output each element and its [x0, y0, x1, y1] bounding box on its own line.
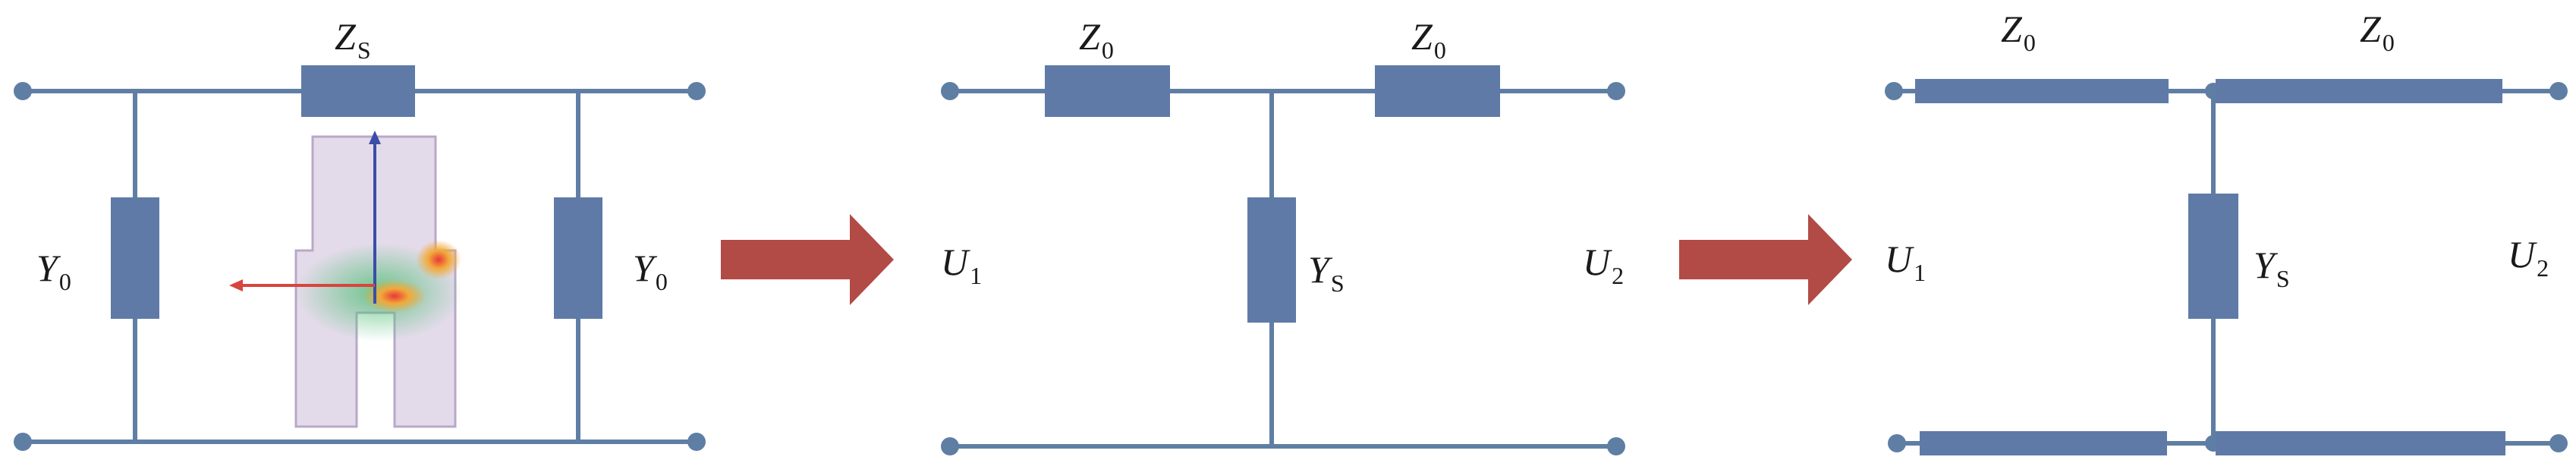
- transform-arrow-1: [721, 214, 894, 305]
- label-symbol: U: [941, 241, 970, 283]
- t2-terminal-bottom-left: [1888, 434, 1906, 452]
- t-network-lumped-label-u2: U2: [1583, 241, 1624, 289]
- label-subscript: 2: [1612, 262, 1624, 289]
- pi-terminal-bottom-left: [14, 433, 32, 451]
- label-symbol: Y: [1308, 248, 1333, 291]
- t-network-transmission-line-label-ys: YS: [2254, 244, 2290, 292]
- label-symbol: U: [1583, 241, 1612, 283]
- t-network-transmission-line-label-u2: U2: [2508, 233, 2549, 282]
- t-network-lumped-label-z0-left: Z0: [1079, 15, 1114, 64]
- t1-left-series-impedance: [1045, 65, 1170, 117]
- pi-terminal-top-right: [687, 82, 706, 100]
- t-network-lumped-label-ys: YS: [1308, 248, 1345, 297]
- label-subscript: 1: [970, 262, 982, 289]
- t-network-transmission-line-label-z0-left: Z0: [2001, 8, 2036, 56]
- label-subscript: 0: [1102, 36, 1114, 64]
- t-network-lumped-label-z0-right: Z0: [1411, 15, 1446, 64]
- label-subscript: S: [1331, 269, 1345, 297]
- label-symbol: U: [2508, 233, 2537, 276]
- label-subscript: 1: [1914, 259, 1926, 286]
- label-subscript: 0: [656, 268, 668, 295]
- label-symbol: Y: [633, 247, 658, 289]
- label-symbol: Z: [1411, 15, 1433, 58]
- t1-terminal-top-right: [1607, 82, 1625, 100]
- pi-series-impedance: [301, 65, 415, 117]
- t1-terminal-bottom-left: [941, 437, 959, 455]
- t2-shunt-admittance: [2188, 194, 2238, 319]
- t1-right-series-impedance: [1375, 65, 1500, 117]
- field-simulation-inset: [229, 131, 463, 428]
- label-subscript: 0: [2024, 29, 2036, 56]
- label-subscript: S: [2276, 265, 2290, 292]
- label-symbol: Z: [335, 15, 357, 58]
- t2-left-top-line: [1915, 79, 2169, 103]
- label-symbol: Z: [2360, 8, 2382, 50]
- pi-network-label-zs-top: ZS: [335, 15, 371, 64]
- t-network-lumped-label-u1: U1: [941, 241, 982, 289]
- label-subscript: 0: [1434, 36, 1446, 64]
- field-vertical-arrowhead: [369, 131, 381, 144]
- t2-right-bottom-line: [2216, 431, 2505, 455]
- t1-shunt-admittance: [1247, 197, 1296, 323]
- t2-terminal-top-right: [2549, 82, 2568, 100]
- t1-terminal-top-left: [941, 82, 959, 100]
- t-network-transmission-line-label-u1: U1: [1885, 238, 1926, 286]
- label-subscript: 0: [59, 268, 71, 295]
- t2-terminal-bottom-right: [2549, 434, 2568, 452]
- label-subscript: S: [357, 36, 371, 64]
- t2-left-bottom-line: [1920, 431, 2167, 455]
- label-symbol: Z: [1079, 15, 1101, 58]
- pi-network-label-y0-left: Y0: [36, 247, 71, 295]
- field-hotspot-center: [363, 279, 426, 313]
- t1-terminal-bottom-right: [1607, 437, 1625, 455]
- pi-right-shunt-admittance: [554, 197, 602, 319]
- t-network-transmission-line-label-z0-right: Z0: [2360, 8, 2395, 56]
- label-subscript: 2: [2537, 254, 2549, 282]
- pi-terminal-bottom-right: [687, 433, 706, 451]
- label-symbol: Z: [2001, 8, 2023, 50]
- label-symbol: U: [1885, 238, 1914, 280]
- transform-arrow-2: [1679, 214, 1852, 305]
- t2-terminal-top-left: [1885, 82, 1903, 100]
- field-hotspot-right: [416, 240, 461, 279]
- t2-right-top-line: [2216, 79, 2502, 103]
- field-horizontal-arrowhead: [229, 279, 243, 291]
- label-subscript: 0: [2383, 29, 2395, 56]
- pi-network-label-y0-right: Y0: [633, 247, 668, 295]
- pi-terminal-top-left: [14, 82, 32, 100]
- label-symbol: Y: [36, 247, 61, 289]
- label-symbol: Y: [2254, 244, 2279, 286]
- pi-left-shunt-admittance: [111, 197, 159, 319]
